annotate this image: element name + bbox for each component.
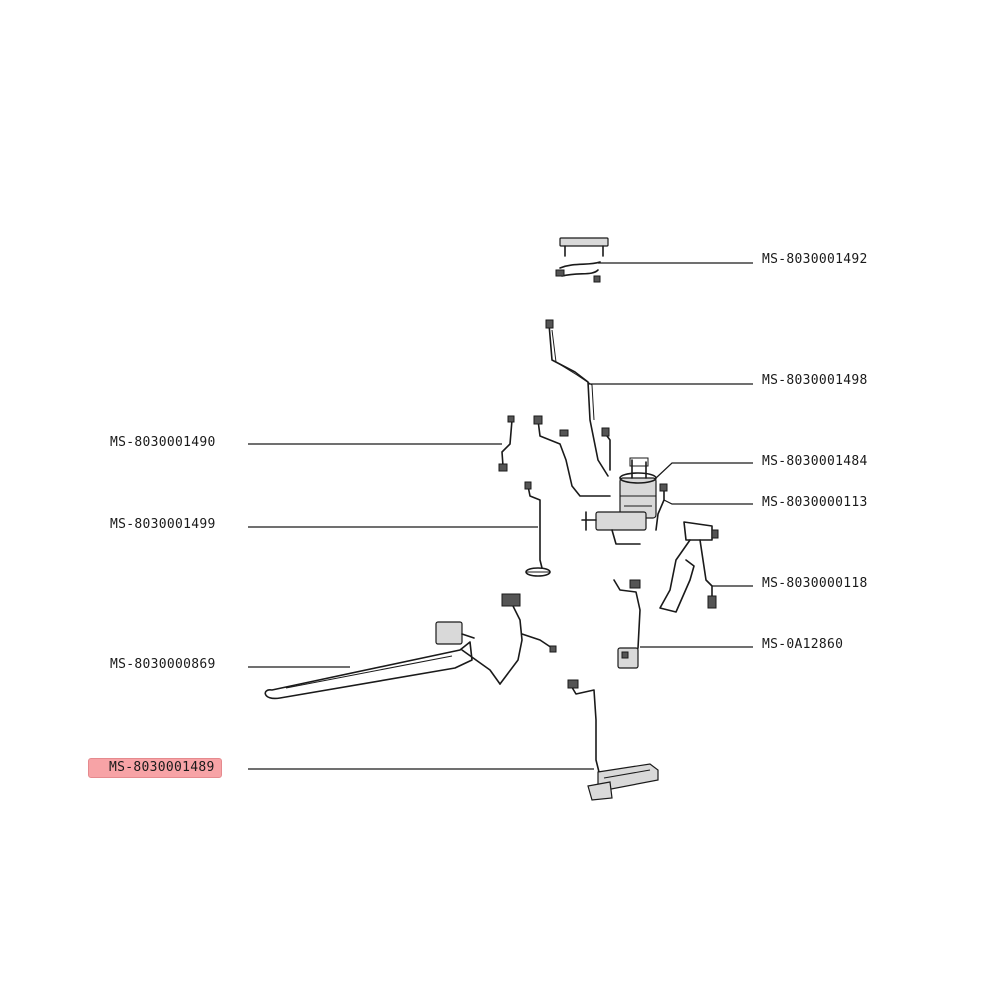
part-label-0113[interactable]: MS-8030000113 — [762, 495, 868, 510]
part-label-1492[interactable]: MS-8030001492 — [762, 252, 868, 267]
part-label-1499[interactable]: MS-8030001499 — [110, 517, 216, 532]
part-drawing-1484 — [581, 457, 657, 545]
part-label-0118[interactable]: MS-8030000118 — [762, 576, 868, 591]
part-drawing-1492 — [555, 237, 609, 283]
part-label-0869[interactable]: MS-8030000869 — [110, 657, 216, 672]
part-drawing-A860 — [613, 579, 641, 669]
part-label-1484[interactable]: MS-8030001484 — [762, 454, 868, 469]
leader-lines — [248, 262, 753, 770]
part-label-1490[interactable]: MS-8030001490 — [110, 435, 216, 450]
part-drawing-middle-harness — [533, 415, 611, 497]
part-drawing-0869 — [264, 593, 557, 700]
part-label-1489-highlighted[interactable]: MS-8030001489 — [88, 758, 222, 778]
part-label-1498[interactable]: MS-8030001498 — [762, 373, 868, 388]
part-drawing-1489 — [567, 679, 659, 801]
leader-line-0113 — [663, 499, 753, 505]
part-drawing-1498 — [545, 319, 611, 477]
part-drawing-1499 — [524, 481, 551, 577]
part-drawing-1490 — [498, 415, 515, 472]
part-drawing-0113 — [655, 483, 668, 531]
part-drawing-0118 — [659, 521, 719, 613]
part-label-A860[interactable]: MS-0A12860 — [762, 637, 844, 652]
leader-line-1484 — [655, 462, 753, 479]
